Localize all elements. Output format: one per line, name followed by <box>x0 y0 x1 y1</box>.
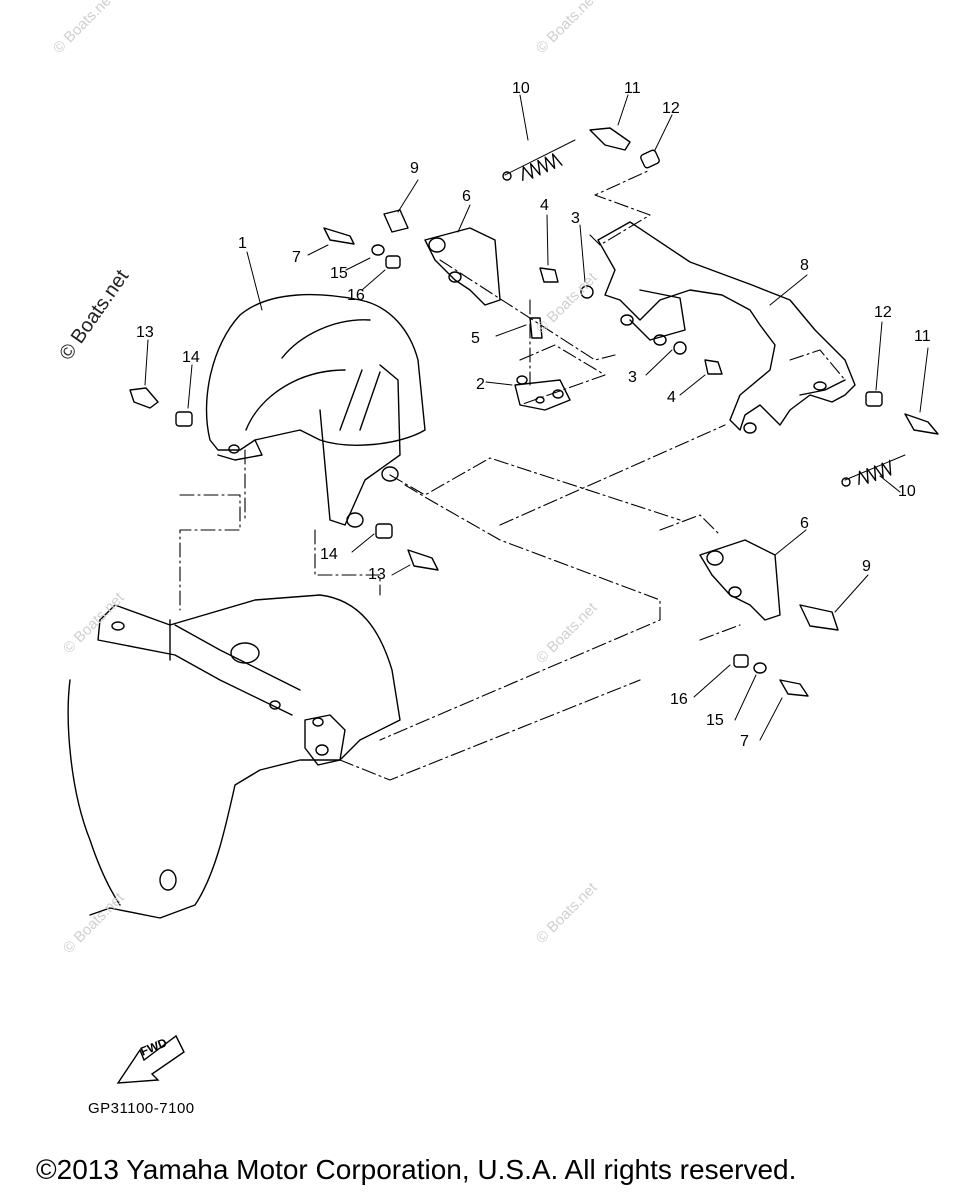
callout-bolt-right: 11 <box>914 328 931 345</box>
callout-collar-mid: 14 <box>320 546 338 563</box>
bracket-upper <box>424 227 501 306</box>
callout-collar-top: 12 <box>662 100 680 117</box>
assembly-lines <box>179 169 846 781</box>
small-plate <box>514 375 571 411</box>
callout-bolt-lower: 9 <box>862 558 871 575</box>
spring-left <box>502 139 576 182</box>
callout-collar-lower: 16 <box>670 691 688 708</box>
callout-bolt-left: 7 <box>292 249 301 266</box>
fwd-arrow-icon <box>116 1034 185 1084</box>
callout-collar-far-left: 14 <box>182 349 200 366</box>
diagram-code: GP31100-7100 <box>88 1100 195 1117</box>
callout-washer-mid: 3 <box>628 369 637 386</box>
callout-bolt-lower-right: 7 <box>740 733 749 750</box>
callout-washer-lower: 15 <box>706 712 724 729</box>
callout-bolt-upper: 9 <box>410 160 419 177</box>
callout-collar-left: 16 <box>347 287 365 304</box>
hardware <box>129 127 939 697</box>
spring-right <box>841 454 906 487</box>
callout-screw-mid: 4 <box>667 389 676 406</box>
callout-washer-left: 15 <box>330 265 348 282</box>
bracket-lower <box>699 539 781 621</box>
callout-bolt-mid: 13 <box>368 566 386 583</box>
callout-washer-upper: 3 <box>571 210 580 227</box>
main-bracket <box>597 221 856 434</box>
callout-grease-nipple: 5 <box>471 330 480 347</box>
leader-lines <box>144 94 929 741</box>
callout-cover: 1 <box>238 235 247 252</box>
callout-spring-left: 10 <box>512 80 530 97</box>
callout-spring-right: 10 <box>898 483 916 500</box>
callout-bolt-top: 11 <box>624 80 641 97</box>
cover-part <box>205 293 426 528</box>
callout-collar-right: 12 <box>874 304 892 321</box>
copyright: ©2013 Yamaha Motor Corporation, U.S.A. A… <box>36 1154 797 1185</box>
pump-body <box>67 594 401 919</box>
callout-bolt-far-left: 13 <box>136 324 154 341</box>
callout-bracket-upper: 6 <box>462 188 471 205</box>
callout-small-plate: 2 <box>476 376 485 393</box>
callout-screw-upper: 4 <box>540 197 549 214</box>
callout-bracket-lower: 6 <box>800 515 809 532</box>
callout-main-bracket: 8 <box>800 257 809 274</box>
